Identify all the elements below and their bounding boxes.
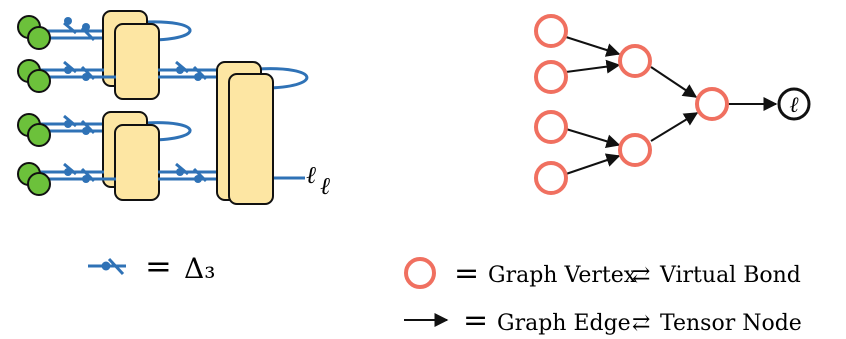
vertex-label: Graph Vertex <box>488 263 637 288</box>
output-node-label: ℓ <box>789 93 799 118</box>
delta3-node <box>82 73 90 81</box>
leaf-node <box>27 172 51 196</box>
graph-edge <box>565 59 621 74</box>
output-label-upper: ℓ <box>306 161 316 189</box>
output-node <box>777 87 811 121</box>
delta3-symbol-tick <box>107 257 125 276</box>
graph-vertex <box>618 133 652 167</box>
graph-vertex <box>534 110 568 144</box>
edge-equals: = <box>463 303 488 338</box>
bond-loop <box>145 20 192 42</box>
leaf-node <box>27 123 51 147</box>
vertex-symbol <box>404 257 436 289</box>
delta3-node <box>64 17 72 25</box>
tensor-row-3 <box>17 111 192 201</box>
tensor-node <box>228 73 274 205</box>
delta3-tick <box>192 65 208 81</box>
legend-vertex: = Graph Vertex ⇄ Virtual Bond <box>404 256 801 291</box>
output-label-lower: ℓ <box>320 172 330 200</box>
graph-edge <box>650 66 698 98</box>
graph-edge <box>565 128 621 149</box>
delta3-node <box>64 66 72 74</box>
legend-delta3: = Δ₃ <box>88 247 215 285</box>
graph-vertex <box>534 60 568 94</box>
graph-edge <box>565 153 621 175</box>
tensor-node <box>114 124 160 201</box>
delta3-node <box>64 168 72 176</box>
graph-edge <box>650 112 699 142</box>
tensor-node <box>114 23 160 100</box>
delta3-node <box>82 23 90 31</box>
delta3-tick <box>80 65 96 81</box>
tensor-row-4 <box>17 162 305 196</box>
tensor-row-1 <box>17 10 192 100</box>
edge-arrow: ⇄ <box>632 311 650 336</box>
graph-edge <box>565 36 621 57</box>
delta3-node <box>176 66 184 74</box>
legend: = Δ₃ = Graph Vertex ⇄ Virtual Bond = Gra… <box>88 247 802 338</box>
leaf-node <box>27 69 51 93</box>
tensor-network-diagram: ℓ ℓ <box>17 10 330 205</box>
delta3-node <box>194 175 202 183</box>
delta3-tick <box>63 21 77 35</box>
graph-vertex <box>534 161 568 195</box>
delta3-node <box>82 175 90 183</box>
delta3-tick <box>80 119 96 135</box>
graph-vertex <box>695 87 729 121</box>
delta3-tick <box>192 167 208 183</box>
delta3-equals: = <box>145 247 172 285</box>
tensor-row-2 <box>17 59 309 93</box>
delta3-node <box>176 168 184 176</box>
delta3-node <box>194 73 202 81</box>
vertex-arrow: ⇄ <box>632 263 650 288</box>
legend-edge: = Graph Edge ⇄ Tensor Node <box>404 303 802 338</box>
edge-meaning: Tensor Node <box>660 311 802 336</box>
graph-vertex <box>534 14 568 48</box>
edge-label: Graph Edge <box>497 311 631 336</box>
bond-loop <box>257 67 309 90</box>
vertex-equals: = <box>454 256 479 291</box>
delta3-node <box>82 127 90 135</box>
delta3-node <box>64 120 72 128</box>
delta3-tick <box>80 167 96 183</box>
graph-diagram: ℓ <box>534 14 811 195</box>
delta3-label: Δ₃ <box>184 252 215 285</box>
delta3-symbol-node <box>101 261 111 271</box>
bond-loop <box>145 121 192 142</box>
vertex-meaning: Virtual Bond <box>659 263 801 288</box>
graph-vertex <box>618 44 652 78</box>
leaf-node <box>27 26 51 50</box>
